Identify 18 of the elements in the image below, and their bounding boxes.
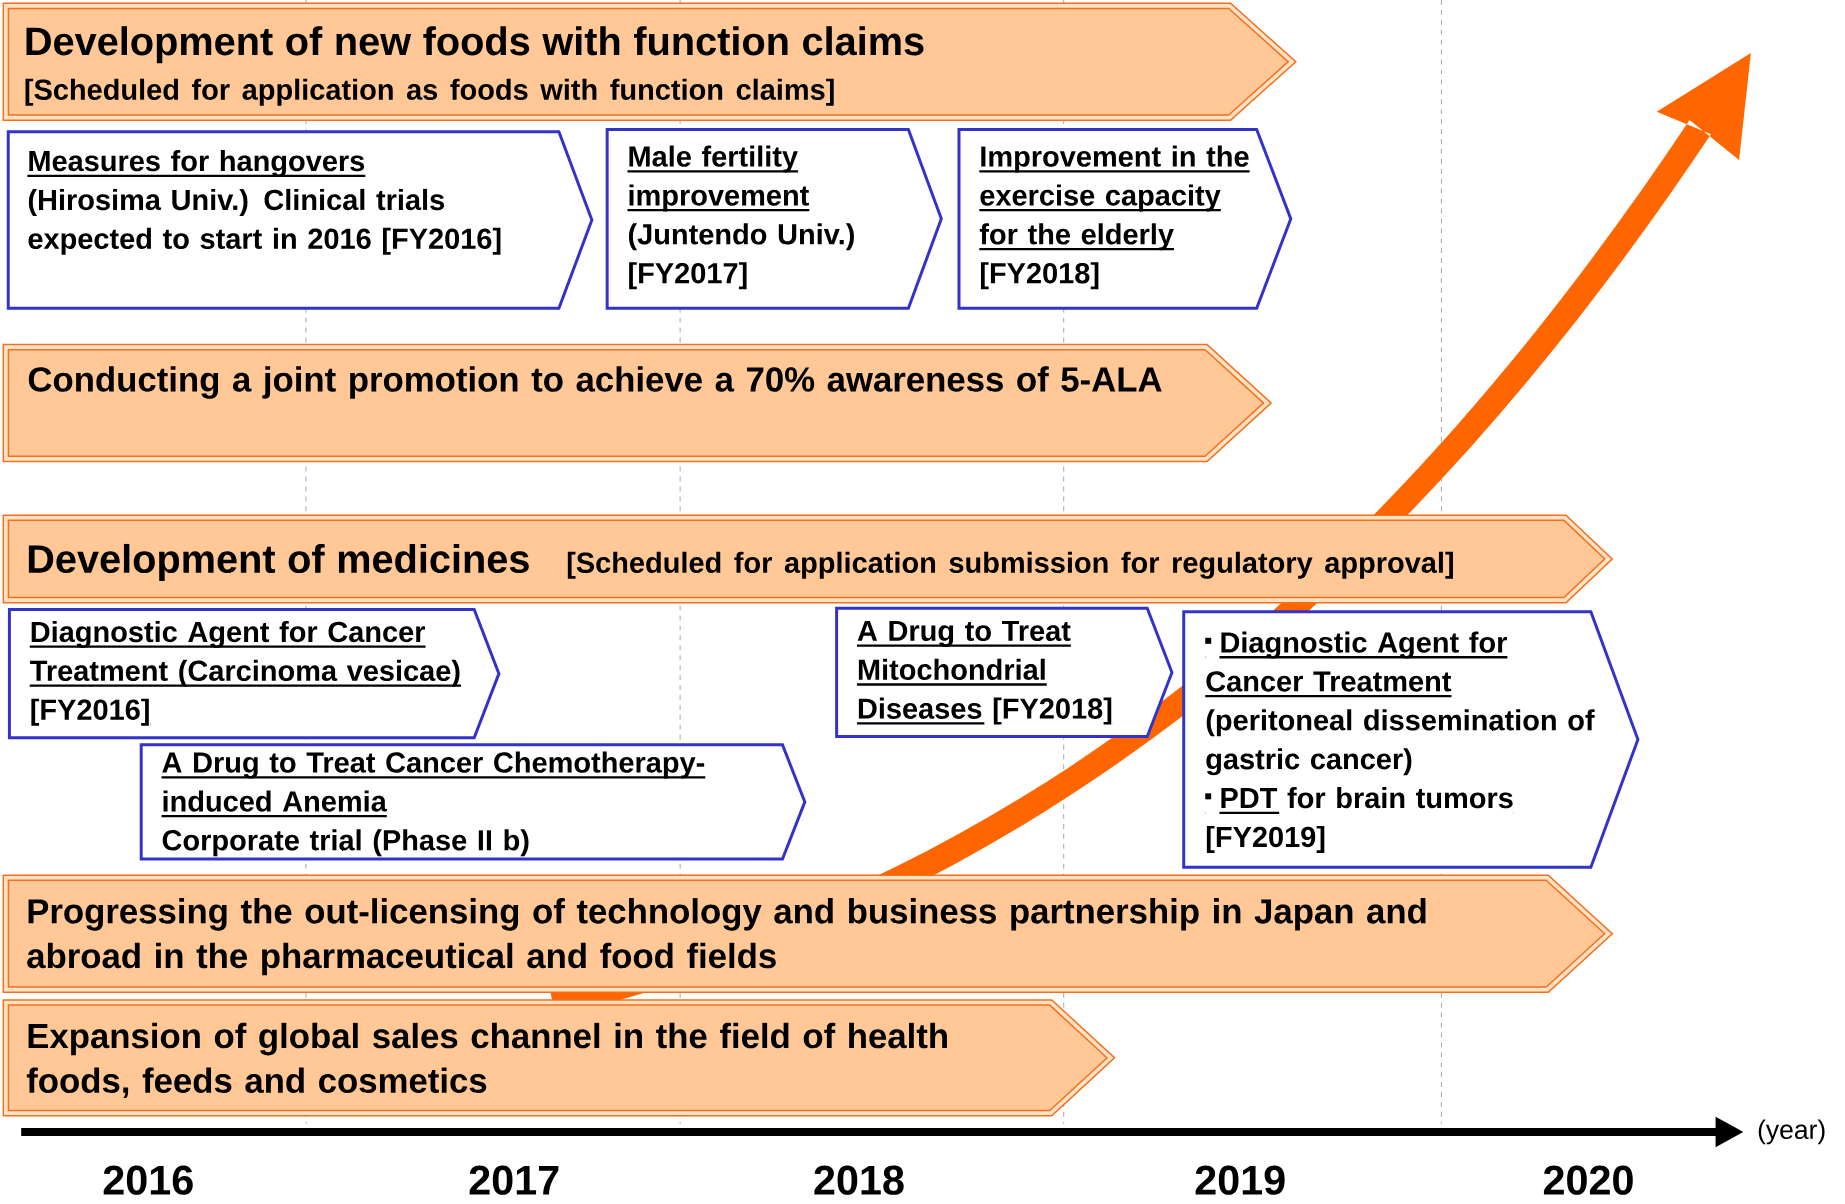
milestone-box: Measures for hangovers (Hirosima Univ.) Clinical trials expected to start in 2016 [FY2016] [6, 130, 594, 310]
roadmap-banner: Development of medicines [Scheduled for application submission for regulatory approval] [2, 514, 1614, 604]
year-label: 2018 [814, 1165, 904, 1195]
milestone-box: A Drug to Treat Mitochondrial Diseases [FY2018] [835, 607, 1174, 739]
milestone-box: Diagnostic Agent for Cancer Treatment (Carcinoma vesicae) [FY2016] [7, 608, 501, 740]
roadmap-banner: Development of new foods with function claims [Scheduled for application as foods with function claims] [2, 2, 1297, 122]
year-label: 2019 [1195, 1165, 1285, 1195]
roadmap-banner: Progressing the out-licensing of technology and business partnership in Japan and abroad in the pharmaceutical and food fields [2, 874, 1614, 993]
milestone-box: Improvement in the exercise capacity for the elderly [FY2018] [957, 128, 1293, 310]
milestone-box: Male fertility improvement (Juntendo Univ.) [FY2017] [605, 128, 943, 310]
year-label: 2017 [469, 1165, 559, 1195]
roadmap-banner: Conducting a joint promotion to achieve a 70% awareness of 5-ALA [2, 343, 1273, 463]
year-label: 2020 [1543, 1165, 1633, 1195]
year-label: 2016 [103, 1165, 193, 1195]
milestone-box: A Drug to Treat Cancer Chemotherapy-induced Anemia Corporate trial (Phase II b) [139, 743, 807, 861]
roadmap-banner: Expansion of global sales channel in the field of health foods, feeds and cosmetics [2, 999, 1116, 1117]
axis-label: (year) [1758, 1119, 1825, 1145]
milestone-box: Diagnostic Agent for Cancer Treatment (peritoneal dissemination of gastric cancer) PDT for brain tumors [FY2019] [1182, 610, 1640, 869]
